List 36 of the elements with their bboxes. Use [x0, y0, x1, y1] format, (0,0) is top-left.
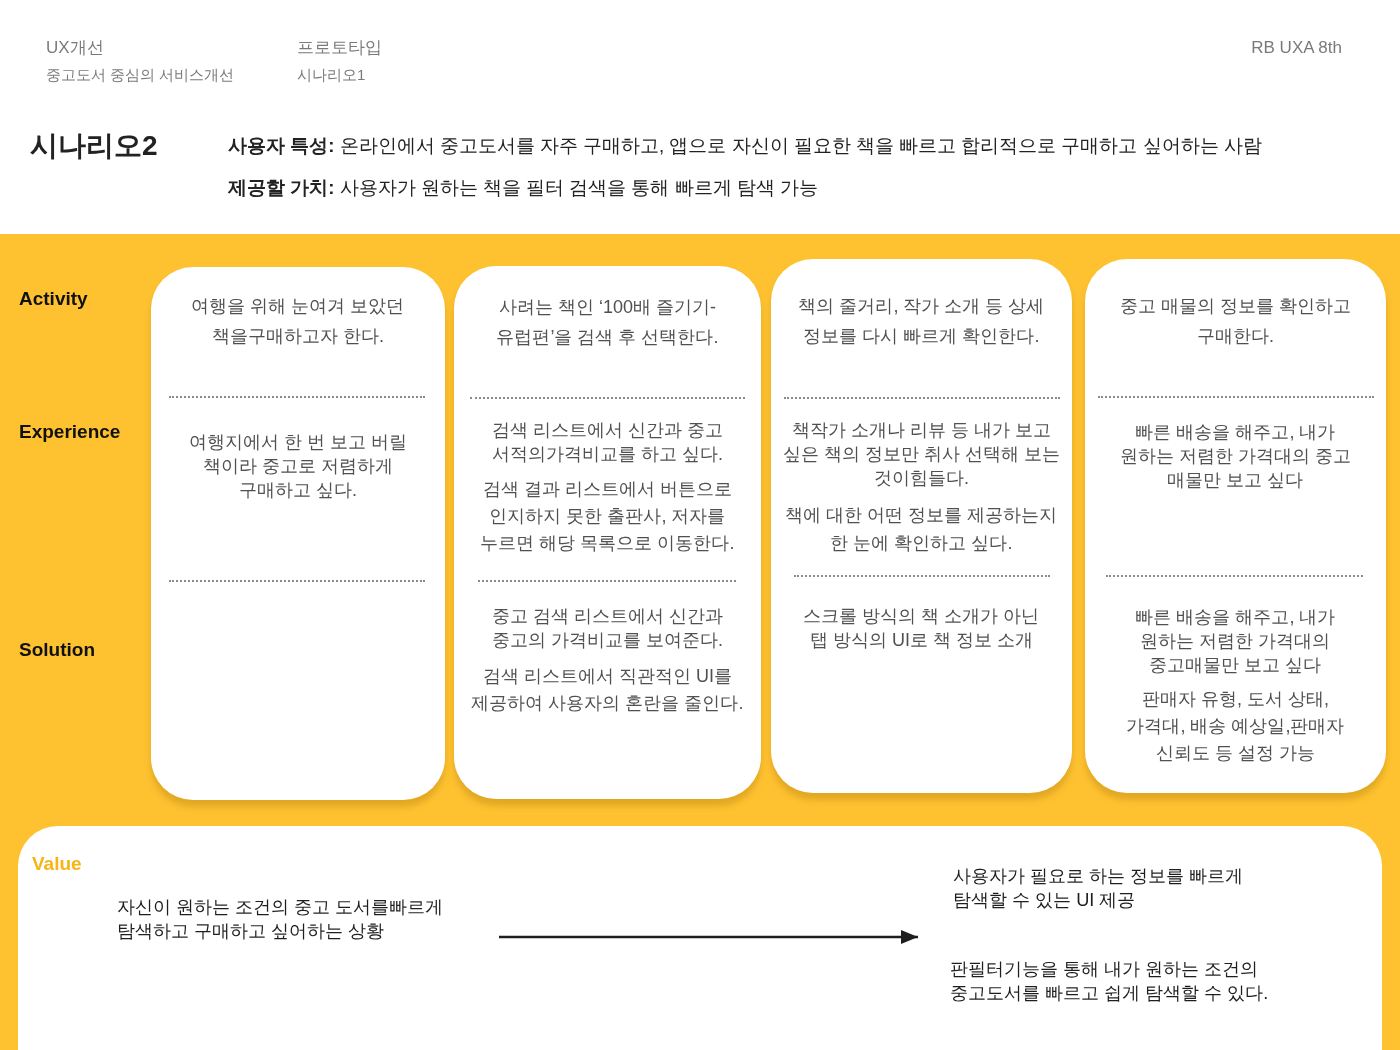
activity-text: 책의 줄거리, 작가 소개 등 상세 정보를 다시 빠르게 확인한다. — [797, 295, 1046, 348]
solution-summary-text: 사용자가 필요로 하는 정보를 빠르게 탐색할 수 있는 UI 제공 — [953, 865, 1245, 912]
solution-text: 판매자 유형, 도서 상태, 가격대, 배송 예상일,판매자 신뢰도 등 설정 가능 — [1125, 688, 1346, 765]
solution-text: 스크롤 방식의 책 소개가 아닌 탭 방식의 UI로 책 정보 소개 — [802, 605, 1041, 652]
scenario-card — [151, 267, 445, 800]
value-panel — [18, 826, 1382, 1050]
value-statement-text: 제공할 가치: 사용자가 원하는 책을 필터 검색을 통해 빠르게 탐색 가능 — [228, 176, 818, 200]
solution-text: 검색 리스트에서 직관적인 UI를 제공하여 사용자의 혼란을 줄인다. — [470, 665, 745, 715]
activity-text: 중고 매물의 정보를 확인하고 구매한다. — [1119, 295, 1352, 348]
situation-text: 자신이 원하는 조건의 중고 도서를빠르게 탐색하고 구매하고 싶어하는 상황 — [117, 896, 445, 943]
experience-text: 빠른 배송을 해주고, 내가 원하는 저렴한 가격대의 중고 매물만 보고 싶다 — [1119, 421, 1352, 492]
scenario-card — [771, 259, 1072, 793]
project-title: UX개선 — [46, 37, 104, 59]
scenario-card — [1085, 259, 1386, 793]
section-heading: Value — [32, 852, 82, 876]
user-trait-text: 사용자 특성: 온라인에서 중고도서를 자주 구매하고, 앱으로 자신이 필요한 책을 빠르고 합리적으로 구매하고 싶어하는 사람 — [228, 134, 1262, 158]
activity-text: 여행을 위해 눈여겨 보았던 책을구매하고자 한다. — [190, 295, 406, 348]
experience-text: 책에 대한 어떤 정보를 제공하는지 한 눈에 확인하고 싶다. — [784, 504, 1059, 555]
team-name: RB UXA 8th — [1251, 37, 1342, 59]
feature-text: 판필터기능을 통해 내가 원하는 조건의 중고도서를 빠르고 쉽게 탐색할 수 있다. — [950, 958, 1270, 1005]
experience-text: 책작가 소개나 리뷰 등 내가 보고 싶은 책의 정보만 취사 선택해 보는 것이힘들다. — [782, 419, 1061, 490]
solution-text: 빠른 배송을 해주고, 내가 원하는 저렴한 가격대의 중고매물만 보고 싶다 — [1134, 606, 1337, 677]
project-subtitle: 중고도서 중심의 서비스개선 — [46, 65, 235, 85]
arrow — [499, 930, 918, 944]
experience-text: 검색 결과 리스트에서 버튼으로 인지하지 못한 출판사, 저자를 누르면 해당 목록으로 이동한다. — [479, 478, 736, 555]
stage-subtitle: 시나리오1 — [297, 65, 366, 85]
scenario-card — [454, 266, 761, 799]
experience-text: 여행지에서 한 번 보고 버릴 책이라 중고로 저렴하게 구매하고 싶다. — [188, 431, 408, 502]
row-label: Experience — [19, 420, 121, 444]
row-label: Activity — [19, 287, 88, 311]
scenario-title: 시나리오2 — [30, 129, 158, 163]
experience-text: 검색 리스트에서 신간과 중고 서적의가격비교를 하고 싶다. — [491, 419, 724, 466]
solution-text: 중고 검색 리스트에서 신간과 중고의 가격비교를 보여준다. — [491, 605, 724, 652]
row-label: Solution — [19, 638, 95, 662]
activity-text: 사려는 책인 ‘100배 즐기기-유럽편’을 검색 후 선택한다. — [495, 296, 720, 349]
stage-title: 프로토타입 — [297, 37, 382, 59]
